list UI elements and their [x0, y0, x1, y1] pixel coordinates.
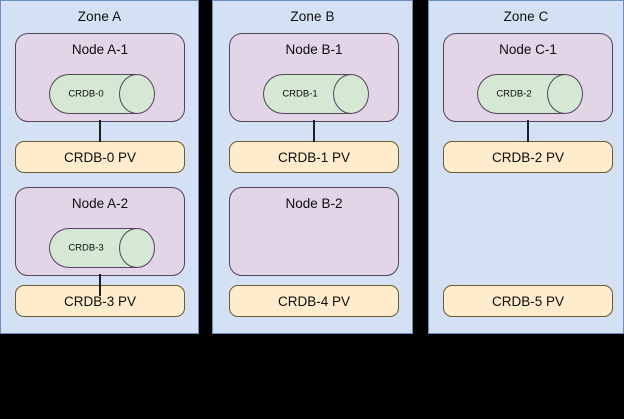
- zone-title-c: Zone C: [503, 9, 549, 24]
- pod-cylinder-crdb-3[interactable]: CRDB-3: [49, 228, 155, 268]
- cylinder-cap-icon: [119, 228, 155, 268]
- connector-crdb-2-to-pv: [527, 120, 529, 142]
- zone-title-a: Zone A: [77, 9, 122, 24]
- zone-container-a[interactable]: Zone A Node A-1 CRDB-0 CRDB-0 PV Node A-…: [0, 0, 199, 334]
- node-box-c-1[interactable]: Node C-1 CRDB-2: [443, 33, 613, 122]
- pv-box-crdb-4[interactable]: CRDB-4 PV: [229, 285, 399, 317]
- pod-cylinder-crdb-1[interactable]: CRDB-1: [263, 74, 369, 114]
- connector-crdb-1-to-pv: [313, 120, 315, 142]
- node-label-a-2: Node A-2: [71, 196, 129, 211]
- zone-title-b: Zone B: [290, 9, 335, 24]
- node-label-b-1: Node B-1: [285, 42, 343, 57]
- pod-cylinder-crdb-0[interactable]: CRDB-0: [49, 74, 155, 114]
- node-box-b-2[interactable]: Node B-2: [229, 187, 399, 276]
- pod-label-crdb-1: CRDB-1: [282, 88, 318, 100]
- cylinder-cap-icon: [547, 74, 583, 114]
- pod-cylinder-crdb-2[interactable]: CRDB-2: [477, 74, 583, 114]
- connector-crdb-3-to-pv: [99, 274, 101, 296]
- pv-box-crdb-5[interactable]: CRDB-5 PV: [443, 285, 613, 317]
- zone-container-c[interactable]: Zone C Node C-1 CRDB-2 CRDB-2 PV CRDB-5 …: [428, 0, 624, 334]
- pv-box-crdb-2[interactable]: CRDB-2 PV: [443, 141, 613, 173]
- node-box-a-2[interactable]: Node A-2 CRDB-3: [15, 187, 185, 276]
- connector-crdb-0-to-pv: [99, 120, 101, 142]
- pv-box-crdb-0[interactable]: CRDB-0 PV: [15, 141, 185, 173]
- node-label-c-1: Node C-1: [499, 42, 557, 57]
- pod-label-crdb-3: CRDB-3: [68, 242, 104, 254]
- zone-container-b[interactable]: Zone B Node B-1 CRDB-1 CRDB-1 PV Node B-…: [212, 0, 413, 334]
- pod-label-crdb-2: CRDB-2: [496, 88, 532, 100]
- node-box-a-1[interactable]: Node A-1 CRDB-0: [15, 33, 185, 122]
- node-box-b-1[interactable]: Node B-1 CRDB-1: [229, 33, 399, 122]
- cylinder-cap-icon: [333, 74, 369, 114]
- node-label-a-1: Node A-1: [71, 42, 129, 57]
- pv-box-crdb-1[interactable]: CRDB-1 PV: [229, 141, 399, 173]
- node-label-b-2: Node B-2: [285, 196, 343, 211]
- cylinder-cap-icon: [119, 74, 155, 114]
- pod-label-crdb-0: CRDB-0: [68, 88, 104, 100]
